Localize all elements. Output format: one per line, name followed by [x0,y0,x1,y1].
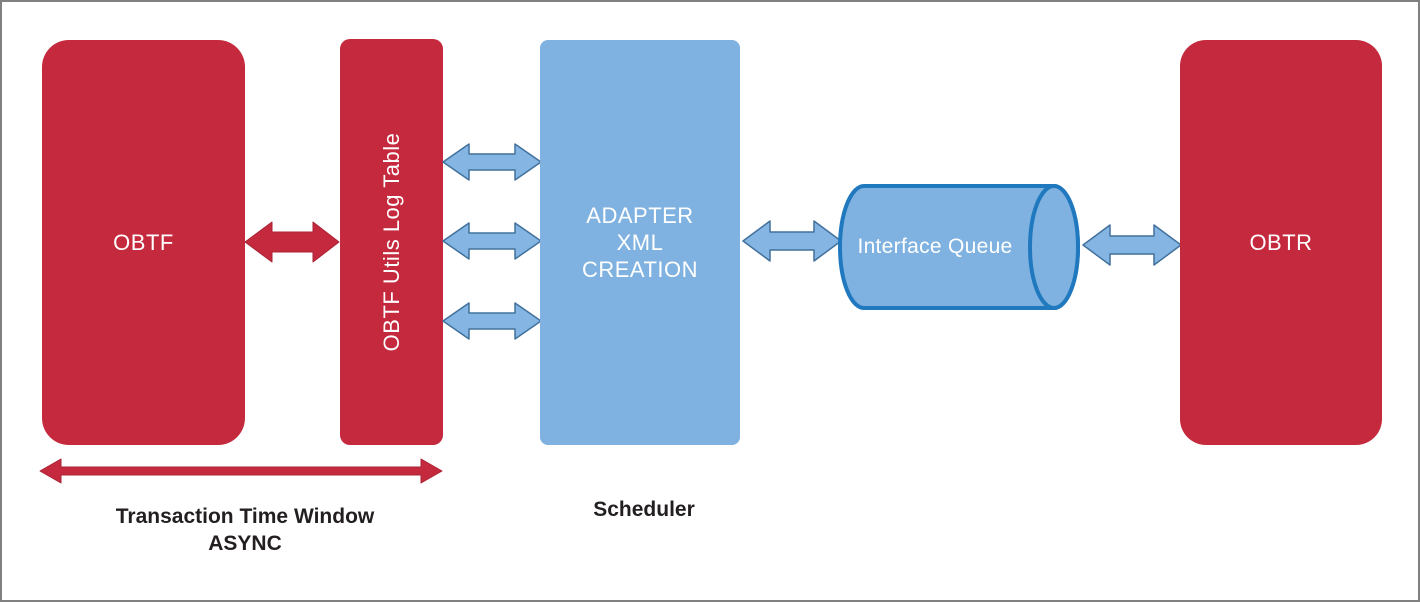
transaction-window-caption-line2: ASYNC [208,532,282,555]
obtr-node: OBTR [1180,40,1382,445]
utils-log-table-label: OBTF Utils Log Table [378,132,404,352]
obtf-label: OBTF [113,229,174,255]
interface-queue-cylinder [838,184,1080,310]
interface-queue-label-wrap: Interface Queue [836,180,1034,314]
interface-queue-label: Interface Queue [857,235,1013,258]
utils-adapter-double-arrow-middle [442,222,542,260]
adapter-queue-double-arrow [742,220,842,262]
transaction-window-span-arrow [39,458,443,484]
utils-adapter-double-arrow-bottom [442,302,542,340]
transaction-window-caption: Transaction Time Window ASYNC [40,503,450,557]
adapter-xml-creation-node: ADAPTER XML CREATION [540,40,740,445]
obtr-label: OBTR [1249,229,1313,255]
obtf-node: OBTF [42,40,245,445]
utils-log-table-node: OBTF Utils Log Table [340,39,443,445]
obtf-utils-double-arrow [244,221,340,263]
queue-obtr-double-arrow [1082,224,1182,266]
scheduler-caption-text: Scheduler [593,498,695,521]
scheduler-caption: Scheduler [544,496,744,523]
adapter-label-line3: CREATION [581,257,699,282]
adapter-label-line1: ADAPTER [586,203,694,228]
transaction-window-caption-line1: Transaction Time Window [115,505,375,528]
adapter-label-line2: XML [616,230,664,255]
utils-adapter-double-arrow-top [442,143,542,181]
